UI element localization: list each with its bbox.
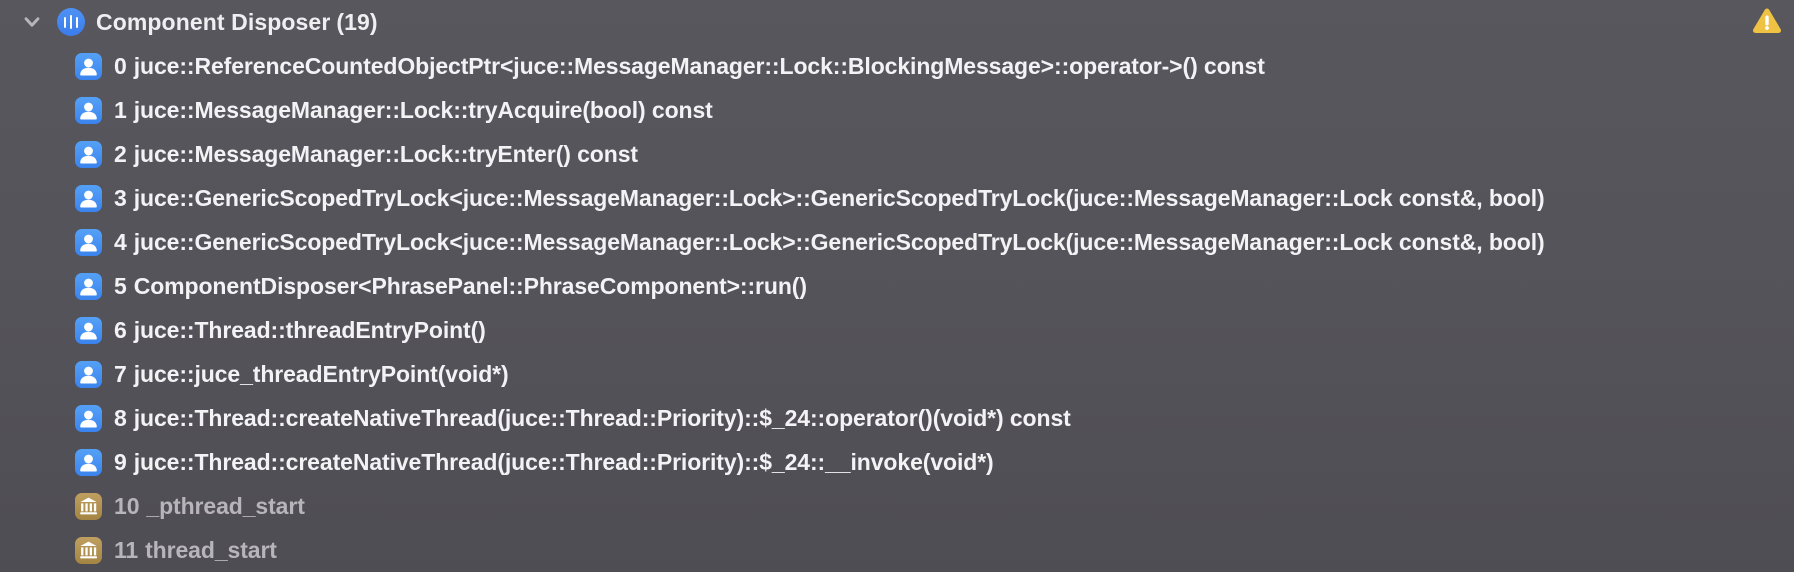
person-icon — [75, 184, 102, 212]
frame-index: 8 — [114, 404, 127, 431]
frame-label: 10_pthread_start — [114, 493, 305, 520]
person-icon — [75, 140, 102, 168]
chevron-down-icon[interactable] — [20, 10, 44, 34]
frame-index: 4 — [114, 228, 127, 255]
frame-function-name: juce::GenericScopedTryLock<juce::Message… — [133, 228, 1545, 255]
frame-function-name: _pthread_start — [146, 492, 305, 519]
frame-index: 10 — [114, 492, 140, 519]
person-icon — [75, 404, 102, 432]
frame-index: 7 — [114, 360, 127, 387]
person-icon — [75, 228, 102, 256]
frame-function-name: juce::MessageManager::Lock::tryEnter() c… — [133, 140, 638, 167]
person-icon — [75, 52, 102, 80]
thread-title: Component Disposer(19) — [96, 9, 378, 36]
warning-triangle-icon[interactable] — [1753, 8, 1781, 35]
thread-icon — [57, 8, 85, 36]
thread-frame-count: (19) — [336, 8, 378, 35]
frame-index: 1 — [114, 96, 127, 123]
frame-index: 2 — [114, 140, 127, 167]
frame-index: 5 — [114, 272, 127, 299]
person-icon — [75, 316, 102, 344]
bank-icon — [75, 536, 102, 564]
frame-function-name: thread_start — [145, 536, 277, 563]
frame-index: 11 — [114, 536, 139, 563]
stack-frame-row[interactable]: 10_pthread_start — [0, 484, 1794, 528]
frame-index: 3 — [114, 184, 127, 211]
person-icon — [75, 96, 102, 124]
frame-function-name: juce::ReferenceCountedObjectPtr<juce::Me… — [133, 52, 1265, 79]
frame-index: 9 — [114, 448, 127, 475]
frame-function-name: juce::Thread::createNativeThread(juce::T… — [133, 448, 994, 475]
frame-function-name: juce::MessageManager::Lock::tryAcquire(b… — [133, 96, 713, 123]
frame-index: 0 — [114, 52, 127, 79]
frame-index: 6 — [114, 316, 127, 343]
person-icon — [75, 360, 102, 388]
thread-header-row[interactable]: Component Disposer(19) — [0, 0, 1794, 44]
bank-icon — [75, 492, 102, 520]
frame-function-name: ComponentDisposer<PhrasePanel::PhraseCom… — [133, 272, 807, 299]
frame-function-name: juce::GenericScopedTryLock<juce::Message… — [133, 184, 1545, 211]
thread-name: Component Disposer — [96, 8, 331, 35]
person-icon — [75, 448, 102, 476]
frame-function-name: juce::juce_threadEntryPoint(void*) — [133, 360, 509, 387]
frame-function-name: juce::Thread::threadEntryPoint() — [133, 316, 486, 343]
person-icon — [75, 272, 102, 300]
frame-function-name: juce::Thread::createNativeThread(juce::T… — [133, 404, 1071, 431]
